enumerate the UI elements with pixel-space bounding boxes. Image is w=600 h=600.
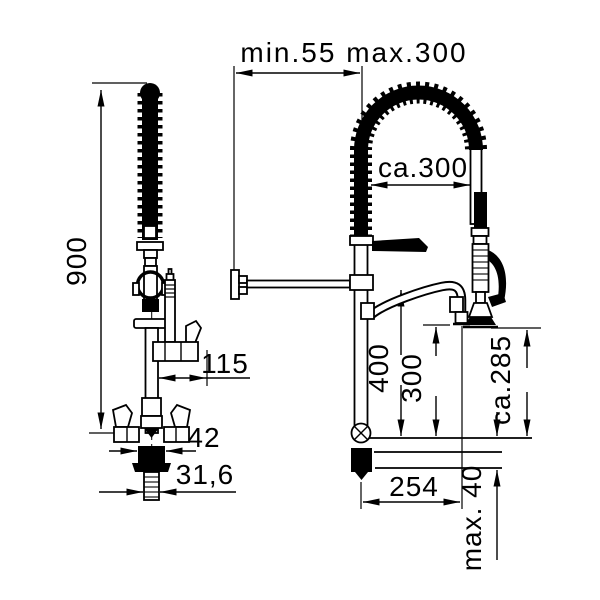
dimension-spout-reach: 254	[360, 326, 463, 509]
dimension-spout-outlet-height: 300	[396, 324, 450, 436]
spring-hose	[137, 83, 163, 240]
spray-head-holder	[132, 241, 169, 329]
riser-base	[350, 422, 372, 480]
dimension-spout-offset: 115	[159, 348, 250, 386]
dimension-hose-arch-width: ca.300	[371, 152, 470, 189]
bar-clamp	[349, 274, 374, 291]
side-outlet-body	[152, 268, 203, 362]
dim-base-width-label: 42	[187, 422, 220, 453]
front-view	[230, 81, 532, 480]
dim-deck-thickness-label: max. 40	[456, 465, 487, 572]
dim-hose-arch-width-label: ca.300	[378, 152, 468, 183]
dim-spray-head-height-label: ca.285	[485, 335, 516, 425]
cross-handles	[111, 397, 192, 443]
mixer-lever-handle	[372, 238, 428, 252]
trigger-lever	[482, 249, 507, 303]
dim-spout-offset-label: 115	[201, 348, 249, 379]
spray-nozzle-bell	[465, 317, 496, 325]
riser-column-front	[353, 243, 369, 439]
swan-neck-spout	[360, 280, 470, 326]
dim-spout-reach-label: 254	[389, 471, 439, 502]
dim-wall-bracket-range-label: min.55 max.300	[240, 37, 467, 68]
dimension-overall-height: 900	[61, 82, 147, 434]
dimension-shank-diameter: 31,6	[99, 459, 236, 496]
hose-union-nut	[349, 235, 374, 246]
dim-shank-diameter-label: 31,6	[176, 459, 235, 490]
spray-head	[463, 192, 507, 329]
dimension-deck-thickness: max. 40	[456, 412, 501, 572]
dimension-wall-bracket-range: min.55 max.300	[233, 37, 467, 271]
dimension-base-width: 42	[109, 422, 220, 455]
dim-overall-height-label: 900	[61, 236, 92, 286]
counter-deck-lines	[369, 437, 532, 469]
dim-spout-outlet-height-label: 300	[396, 353, 427, 403]
side-view	[111, 83, 203, 501]
spring-hose-arch	[350, 81, 487, 238]
base-and-shank	[132, 446, 171, 501]
dimension-spray-head-height: ca.285	[485, 327, 541, 436]
